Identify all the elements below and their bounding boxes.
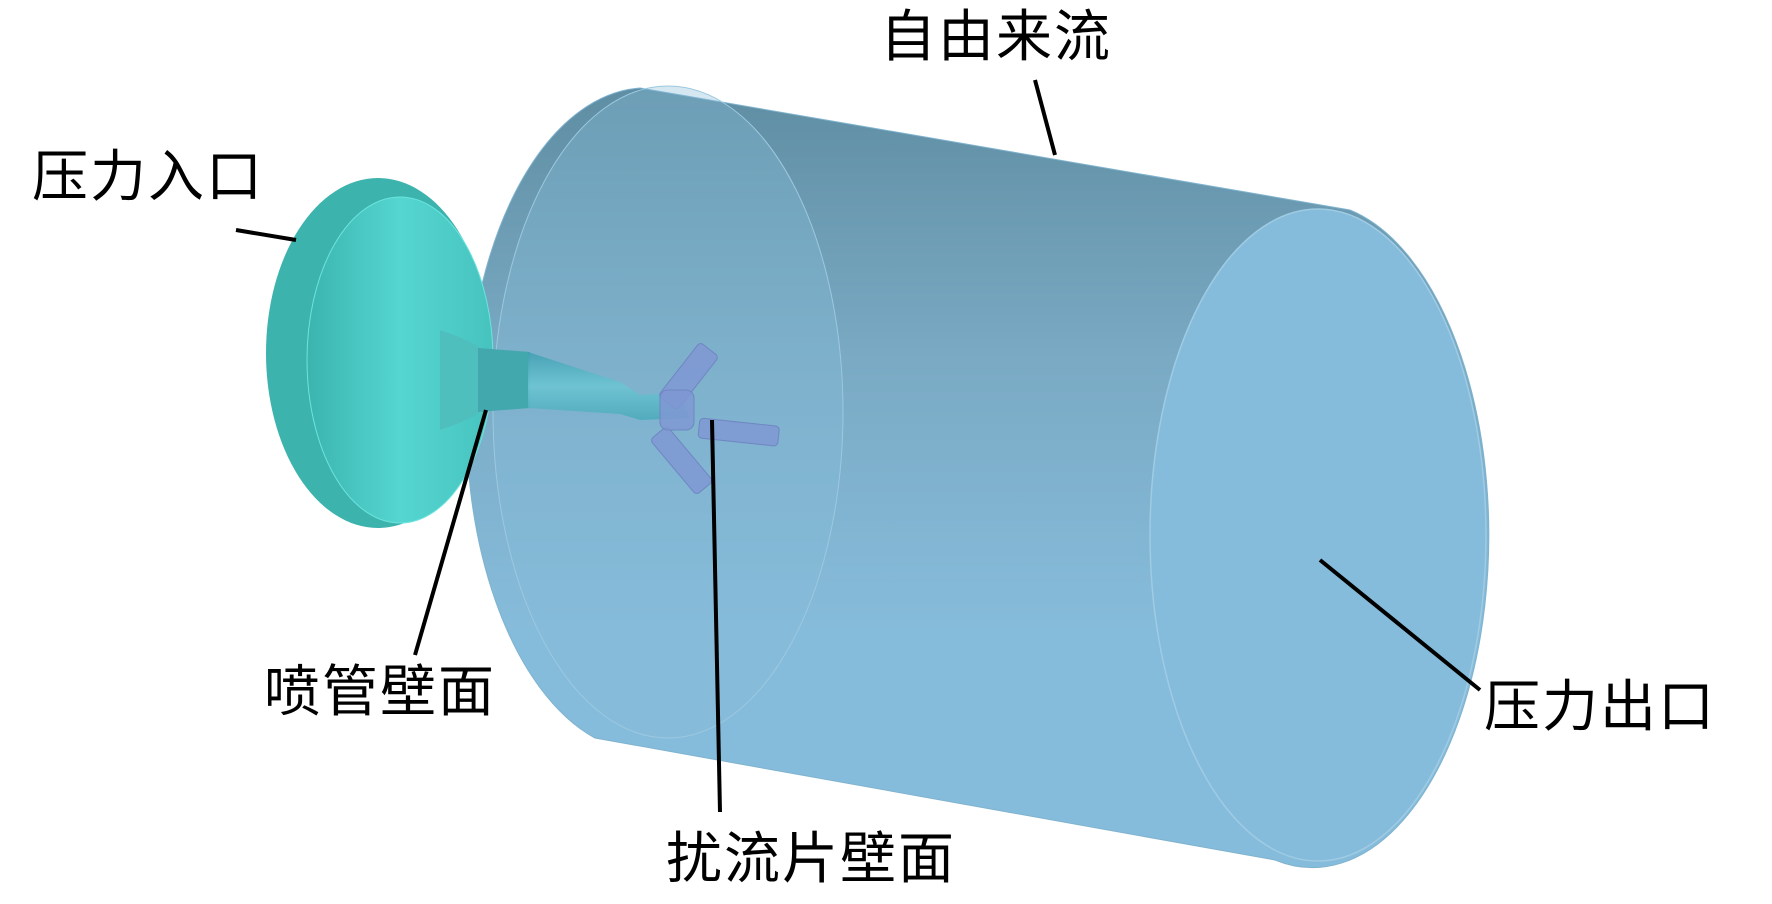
pressure-inlet-disc: [266, 178, 494, 528]
label-free-stream: 自由来流: [880, 5, 1112, 70]
baffle-tabs: [651, 343, 780, 495]
nozzle-divergent-section: [528, 352, 690, 420]
baffle-tab-bottom: [651, 426, 712, 495]
nozzle-throat-section: [478, 348, 530, 412]
free-stream-domain: [465, 85, 1490, 869]
leader-free-stream: [1033, 79, 1057, 156]
leader-nozzle-wall: [413, 409, 488, 656]
nozzle: [440, 330, 690, 430]
leader-baffle-wall: [710, 419, 722, 813]
leader-pressure-inlet: [235, 228, 297, 242]
label-nozzle-wall: 喷管壁面: [264, 660, 496, 725]
baffle-tab-right: [697, 417, 780, 447]
nozzle-contraction: [440, 330, 480, 430]
label-pressure-inlet: 压力入口: [32, 145, 264, 210]
baffle-hub: [659, 389, 695, 431]
leader-pressure-outlet: [1318, 558, 1482, 692]
label-baffle-wall: 扰流片壁面: [666, 827, 956, 892]
leader-lines: [235, 79, 1482, 813]
pressure-outlet-face: [1149, 208, 1487, 862]
label-pressure-outlet: 压力出口: [1484, 675, 1716, 740]
